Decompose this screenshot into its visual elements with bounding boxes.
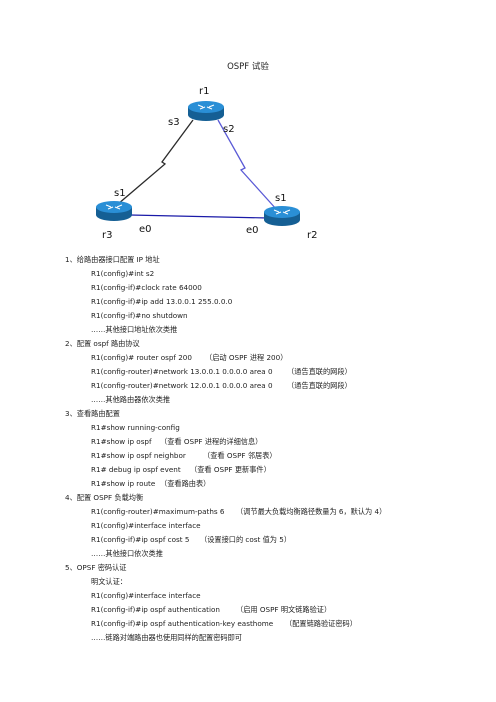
router-r2-icon: [264, 206, 300, 226]
section-heading: 1、给路由器接口配置 IP 地址: [65, 255, 160, 264]
command-line: R1#show running-config: [91, 423, 180, 432]
command-line: R1(config-if)#no shutdown: [91, 311, 188, 320]
command-line: R1#show ip ospf: [91, 437, 152, 446]
section-heading: 5、OPSF 密码认证: [65, 563, 127, 572]
command-note: （配置链路验证密码）: [285, 619, 357, 628]
interface-label-r1-s3: s3: [168, 117, 180, 128]
command-line: ……链路对端路由器也使用同样的配置密码即可: [91, 633, 242, 642]
command-line: R1(config)#int s2: [91, 269, 155, 278]
command-line: R1(config-if)#ip ospf cost 5: [91, 535, 190, 544]
command-note: （通告直联的网段）: [287, 381, 352, 390]
command-line: R1(config-if)#ip ospf authentication-key…: [91, 619, 274, 628]
router-r3-icon: [96, 201, 132, 221]
section-heading: 4、配置 OSPF 负载均衡: [65, 493, 144, 502]
command-line: ……其他接口地址依次类推: [91, 325, 178, 334]
router-label-r3: r3: [102, 230, 113, 241]
command-line: R1#show ip route: [91, 479, 156, 488]
command-line: R1(config)#interface interface: [91, 591, 201, 600]
command-line: R1(config-router)#network 13.0.0.1 0.0.0…: [91, 367, 273, 376]
interface-label-r2-e0: e0: [246, 225, 259, 236]
command-note: （查看 OSPF 进程的详细信息）: [160, 437, 263, 446]
command-line: R1(config-router)#network 12.0.0.1 0.0.0…: [91, 381, 273, 390]
command-note: （调节最大负载均衡路径数量为 6，默认为 4）: [236, 507, 387, 516]
command-line: R1(config-if)#clock rate 64000: [91, 283, 202, 292]
command-line: R1(config)# router ospf 200: [91, 353, 192, 362]
command-line: ……其他路由器依次类推: [91, 395, 171, 404]
router-r1-icon: [188, 101, 224, 121]
command-line: ……其他接口依次类推: [91, 549, 163, 558]
interface-label-r2-s1: s1: [275, 193, 287, 204]
ethernet-link: [129, 214, 269, 219]
serial-link-r1-r2: [217, 119, 278, 211]
command-line: R1# debug ip ospf event: [91, 465, 181, 474]
section-heading: 2、配置 ospf 路由协议: [65, 339, 140, 348]
command-note: （查看路由表）: [160, 479, 211, 488]
command-line: R1(config-if)#ip ospf authentication: [91, 605, 220, 614]
command-line: R1(config)#interface interface: [91, 521, 201, 530]
command-note: （设置接口的 cost 值为 5）: [200, 535, 292, 544]
interface-label-r3-e0: e0: [139, 224, 152, 235]
page-title: OSPF 试验: [227, 62, 269, 72]
command-note: （启用 OSPF 明文链路验证）: [236, 605, 332, 614]
router-label-r2: r2: [307, 230, 318, 241]
command-note: （查看 OSPF 更新事件）: [190, 465, 271, 474]
command-line: R1(config-router)#maximum-paths 6: [91, 507, 225, 516]
command-line: 明文认证：: [91, 577, 127, 586]
interface-label-r3-s1: s1: [114, 188, 126, 199]
command-line: R1(config-if)#ip add 13.0.0.1 255.0.0.0: [91, 297, 233, 306]
interface-label-r1-s2: s2: [223, 124, 235, 135]
command-note: （启动 OSPF 进程 200）: [205, 353, 288, 362]
command-line: R1#show ip ospf neighbor: [91, 451, 186, 460]
network-topology-diagram: [96, 101, 300, 226]
router-label-r1: r1: [199, 86, 210, 97]
command-note: （通告直联的网段）: [287, 367, 352, 376]
serial-link-r1-r3: [117, 119, 194, 205]
section-heading: 3、查看路由配置: [65, 409, 120, 418]
command-note: （查看 OSPF 邻居表）: [203, 451, 277, 460]
